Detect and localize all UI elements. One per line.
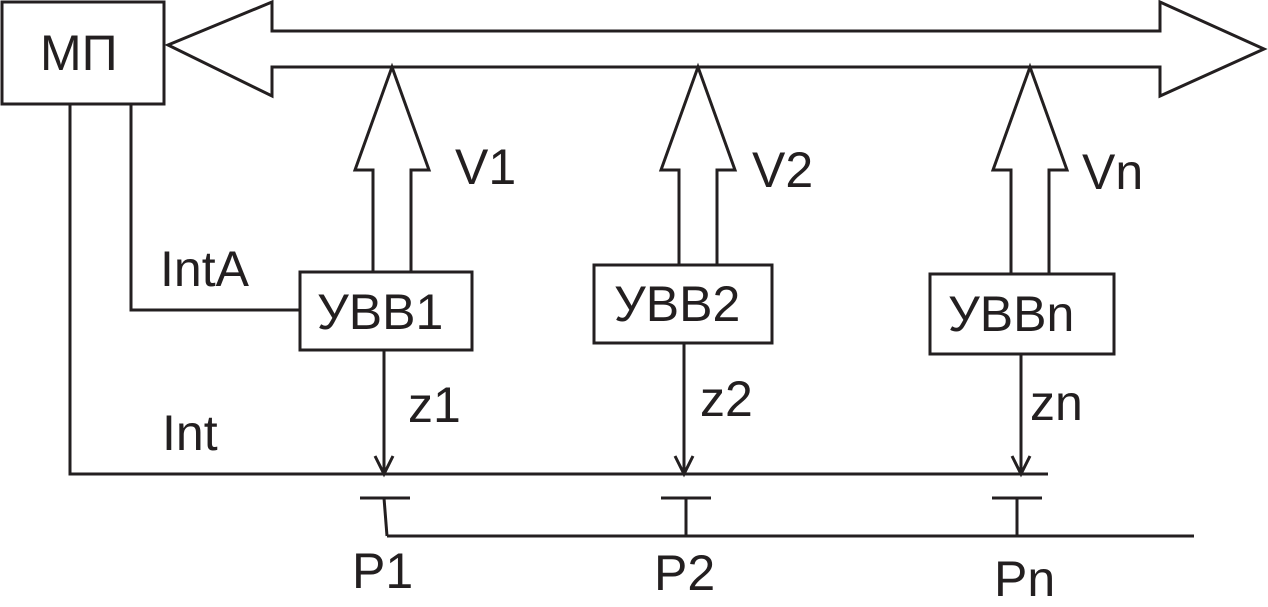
strobe-label-n: zn	[1030, 375, 1083, 431]
device-label-n: УВВn	[948, 286, 1075, 342]
port-label-n: Pn	[994, 551, 1056, 607]
processor-block	[0, 0, 166, 106]
strobe-arrowhead-n	[1010, 455, 1032, 478]
bus-label-v2: V2	[752, 142, 814, 198]
bus-label-v1: V1	[455, 139, 517, 195]
system-bus-arrow	[164, 0, 1268, 99]
bus-label-vn: Vn	[1082, 144, 1144, 200]
port-label-1: P1	[352, 543, 414, 599]
strobe-arrowhead-1	[373, 455, 395, 478]
strobe-label-2: z2	[700, 371, 753, 427]
port-stem-1	[382, 497, 389, 537]
strobe-label-1: z1	[408, 377, 461, 433]
device-label-1: УВВ1	[317, 284, 444, 340]
bus-connection-v2	[658, 62, 738, 267]
bus-connection-v1	[352, 62, 432, 280]
port-label-2: P2	[654, 545, 716, 601]
processor-label: МП	[40, 25, 118, 81]
device-label-2: УВВ2	[614, 276, 741, 332]
strobe-arrowhead-2	[673, 455, 695, 478]
int-label: Int	[162, 405, 218, 461]
int-line	[68, 104, 1048, 476]
int-a-line	[129, 104, 300, 312]
int-a-label: IntA	[160, 241, 249, 297]
bus-connection-vn	[990, 62, 1070, 276]
device-block-1	[298, 270, 474, 352]
device-block-n	[928, 272, 1116, 356]
